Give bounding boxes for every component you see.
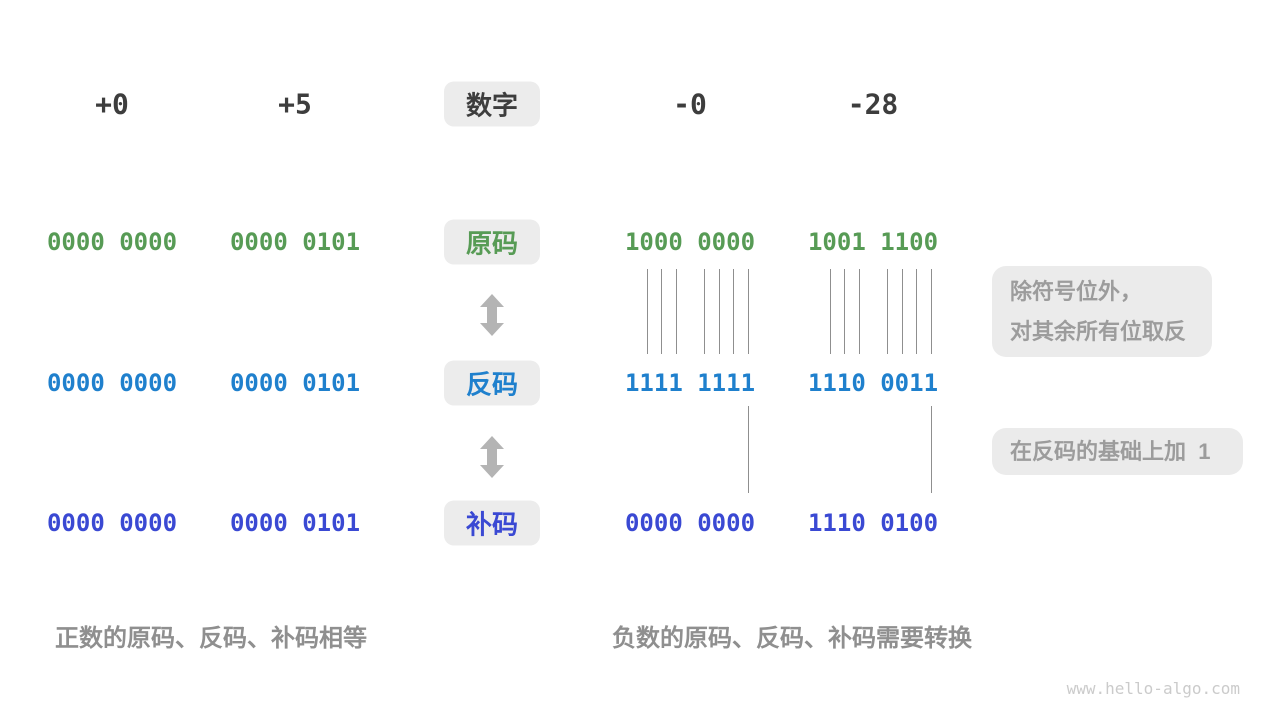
bit-connector-line — [647, 269, 648, 354]
twos-complement-plus5: 0000 0101 — [229, 509, 361, 537]
note-add-one: 在反码的基础上加 1 — [992, 428, 1243, 475]
header-badge-label: 数字 — [465, 90, 518, 121]
bit-connector-line — [830, 269, 831, 354]
twos-complement-plus0: 0000 0000 — [46, 509, 178, 537]
caption-positive-numbers: 正数的原码、反码、补码相等 — [55, 625, 367, 652]
bit-connector-line — [931, 269, 932, 354]
bit-connector-line — [733, 269, 734, 354]
bit-connector-line — [748, 269, 749, 354]
header-value-plus0: +0 — [95, 87, 129, 121]
twos-complement-badge: 补码 — [444, 500, 540, 546]
bit-connector-line — [887, 269, 888, 354]
bit-connector-line — [676, 269, 677, 354]
note-invert-bits-line2: 对其余所有位取反 — [1010, 318, 1187, 344]
ones-complement-minus0: 1111 1111 — [624, 369, 756, 397]
caption-negative-numbers: 负数的原码、反码、补码需要转换 — [612, 625, 972, 652]
bit-connector-line — [916, 269, 917, 354]
sign-magnitude-badge-label: 原码 — [465, 228, 518, 259]
bit-connector-line — [719, 269, 720, 354]
twos-complement-minus28: 1110 0100 — [807, 509, 939, 537]
sign-magnitude-minus28: 1001 1100 — [807, 228, 939, 256]
ones-complement-badge-label: 反码 — [465, 369, 518, 400]
up-down-arrow-icon — [480, 436, 504, 478]
sign-magnitude-plus0: 0000 0000 — [46, 228, 178, 256]
bit-connector-line — [902, 269, 903, 354]
sign-magnitude-badge: 原码 — [444, 219, 540, 265]
note-invert-bits: 除符号位外， 对其余所有位取反 — [992, 266, 1212, 357]
note-add-one-line1: 在反码的基础上加 1 — [1010, 438, 1211, 464]
header-badge-number: 数字 — [444, 81, 540, 127]
bit-connector-line — [859, 269, 860, 354]
sign-magnitude-plus5: 0000 0101 — [229, 228, 361, 256]
bit-connector-line — [931, 406, 932, 493]
bit-connector-line — [844, 269, 845, 354]
ones-complement-plus5: 0000 0101 — [229, 369, 361, 397]
note-invert-bits-line1: 除符号位外， — [1010, 278, 1143, 304]
bit-connector-line — [704, 269, 705, 354]
bit-connector-line — [661, 269, 662, 354]
twos-complement-badge-label: 补码 — [465, 509, 518, 540]
bit-connector-line — [748, 406, 749, 493]
up-down-arrow-icon — [480, 294, 504, 336]
ones-complement-plus0: 0000 0000 — [46, 369, 178, 397]
twos-complement-minus0: 0000 0000 — [624, 509, 756, 537]
watermark-url: www.hello-algo.com — [1066, 679, 1240, 698]
ones-complement-minus28: 1110 0011 — [807, 369, 939, 397]
header-value-minus0: -0 — [673, 87, 707, 121]
header-value-minus28: -28 — [847, 87, 899, 121]
sign-magnitude-minus0: 1000 0000 — [624, 228, 756, 256]
header-value-plus5: +5 — [278, 87, 312, 121]
ones-complement-badge: 反码 — [444, 360, 540, 406]
